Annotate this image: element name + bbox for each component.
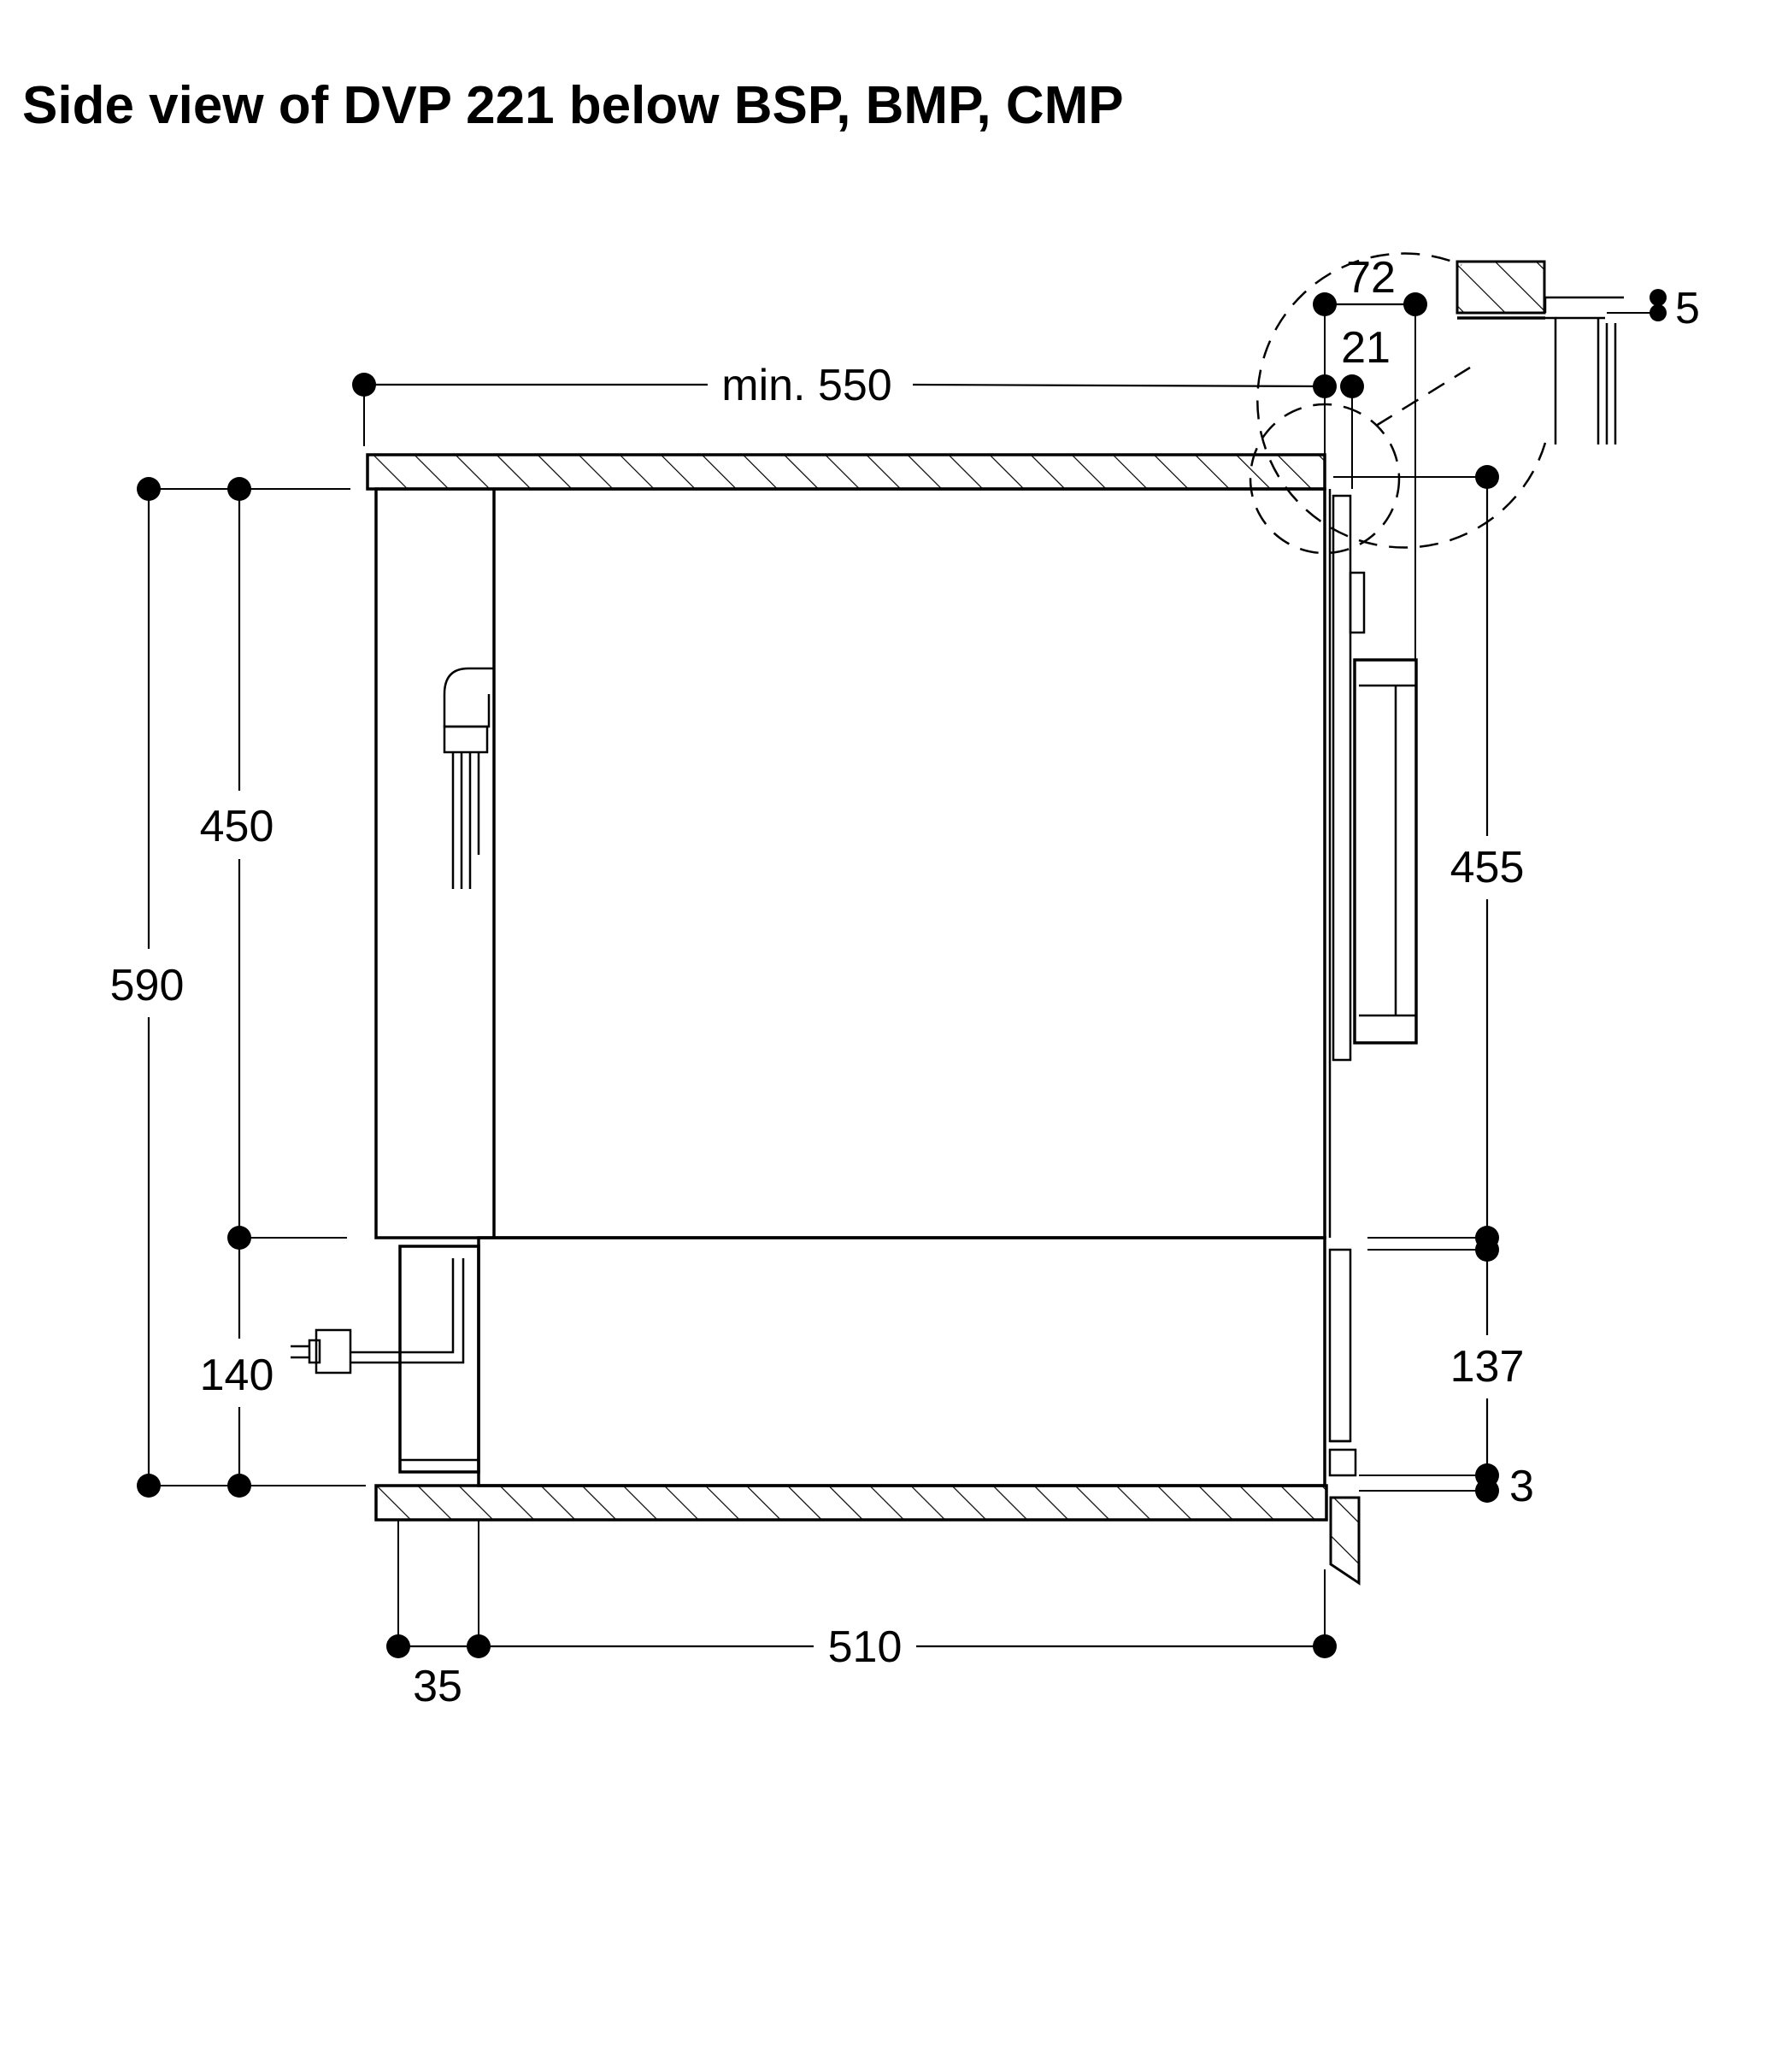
dim-72: 72 (1313, 253, 1427, 660)
power-plug-icon (291, 1258, 465, 1374)
dim-21: 21 (1324, 323, 1391, 489)
label-455: 455 (1450, 843, 1525, 892)
dim-137: 137 (1367, 1238, 1524, 1487)
dim-140: 140 (200, 1238, 274, 1498)
water-connector-icon (443, 667, 494, 889)
label-137: 137 (1450, 1342, 1525, 1392)
dim-min-550: min. 550 (352, 361, 1337, 446)
dim-35-510: 510 35 (386, 1520, 1337, 1711)
dim-5: 5 (1650, 284, 1700, 333)
label-5: 5 (1675, 284, 1700, 333)
label-3: 3 (1509, 1462, 1534, 1511)
label-35: 35 (413, 1662, 462, 1711)
dim-590: 590 (110, 477, 366, 1498)
label-590: 590 (110, 961, 185, 1010)
label-min-550: min. 550 (721, 361, 891, 410)
bottom-slab (374, 1484, 1328, 1522)
diagram-title: Side view of DVP 221 below BSP, BMP, CMP (22, 76, 1124, 135)
dim-3: 3 (1359, 1462, 1534, 1511)
label-140: 140 (200, 1351, 274, 1400)
warming-drawer (398, 1236, 1357, 1487)
dim-455: 455 (1333, 465, 1524, 1250)
label-72: 72 (1346, 253, 1396, 303)
top-slab (366, 453, 1326, 491)
label-450: 450 (200, 802, 274, 851)
label-510: 510 (828, 1622, 903, 1672)
detail-magnified (1256, 252, 1658, 549)
upper-appliance (374, 487, 1418, 1239)
floor-block (1329, 1496, 1361, 1586)
label-21: 21 (1341, 323, 1391, 373)
dim-450: 450 (200, 477, 347, 1250)
